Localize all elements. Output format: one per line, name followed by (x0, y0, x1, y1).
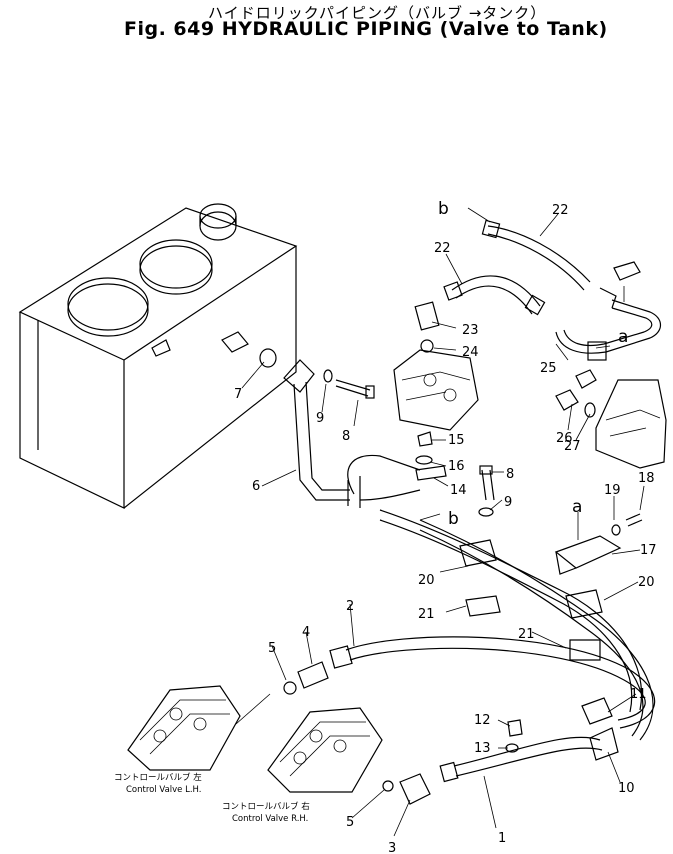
part-label: 20 (418, 573, 435, 588)
part-label: 23 (462, 323, 479, 338)
part-label: 27 (564, 439, 581, 454)
caption-control-valve-lh-jp: コントロールバルブ 左 (114, 773, 202, 783)
upper-hoses-22 (443, 219, 591, 316)
bolts-and-washers (259, 348, 495, 517)
caption-control-valve-rh: Control Valve R.H. (232, 814, 309, 824)
part-label: 7 (234, 387, 242, 402)
connection-letter: b (438, 199, 449, 219)
part-label: 10 (618, 781, 635, 796)
part-label: 21 (518, 627, 535, 642)
part-label: 12 (474, 713, 491, 728)
pipe-25 (555, 261, 662, 361)
figure-title: Fig. 649 HYDRAULIC PIPING (Valve to Tank… (124, 18, 608, 40)
part-label: 15 (448, 433, 465, 448)
part-label: 22 (552, 203, 569, 218)
hose-2 (283, 636, 656, 729)
relief-valve-block (393, 301, 479, 481)
caption-control-valve-rh-jp: コントロールバルブ 右 (222, 802, 310, 812)
part-label: 26 (556, 431, 573, 446)
connection-letter: a (572, 497, 582, 517)
part-label: 8 (342, 429, 350, 444)
part-label: 6 (252, 479, 260, 494)
control-valve-rh (267, 707, 383, 793)
hose-1 (382, 697, 619, 805)
part-label: 4 (302, 625, 310, 640)
part-label: 18 (638, 471, 655, 486)
part-label: 22 (434, 241, 451, 256)
connection-letter: b (448, 509, 459, 529)
control-valve-lh (127, 685, 241, 771)
main-hose-bundle (379, 509, 654, 741)
caption-control-valve-lh: Control Valve L.H. (126, 785, 202, 795)
leader-lines (235, 207, 645, 837)
part-label: 9 (504, 495, 512, 510)
part-label: 25 (540, 361, 557, 376)
part-label: 11 (630, 687, 647, 702)
part-label: 19 (604, 483, 621, 498)
part-labels: 1 2 3 4 5 5 6 7 8 8 9 9 10 11 12 13 14 1… (234, 199, 657, 854)
part-label: 1 (498, 831, 506, 846)
tank-pipe-6 (283, 359, 421, 508)
part-label: 14 (450, 483, 467, 498)
part-label: 24 (462, 345, 479, 360)
part-label: 3 (388, 841, 396, 854)
figure-title-japanese: ハイドロリックパイピング（バルブ →タンク） (208, 4, 547, 22)
clamp-17 (554, 513, 643, 575)
part-label: 16 (448, 459, 465, 474)
connection-letter: a (618, 327, 628, 347)
right-valve-block (555, 369, 667, 469)
part-label: 13 (474, 741, 491, 756)
part-label: 8 (506, 467, 514, 482)
part-label: 20 (638, 575, 655, 590)
part-label: 9 (316, 411, 324, 426)
part-label: 5 (346, 815, 354, 830)
part-label: 5 (268, 641, 276, 656)
part-label: 17 (640, 543, 657, 558)
part-label: 21 (418, 607, 435, 622)
hydraulic-tank (18, 203, 298, 509)
part-label: 2 (346, 599, 354, 614)
